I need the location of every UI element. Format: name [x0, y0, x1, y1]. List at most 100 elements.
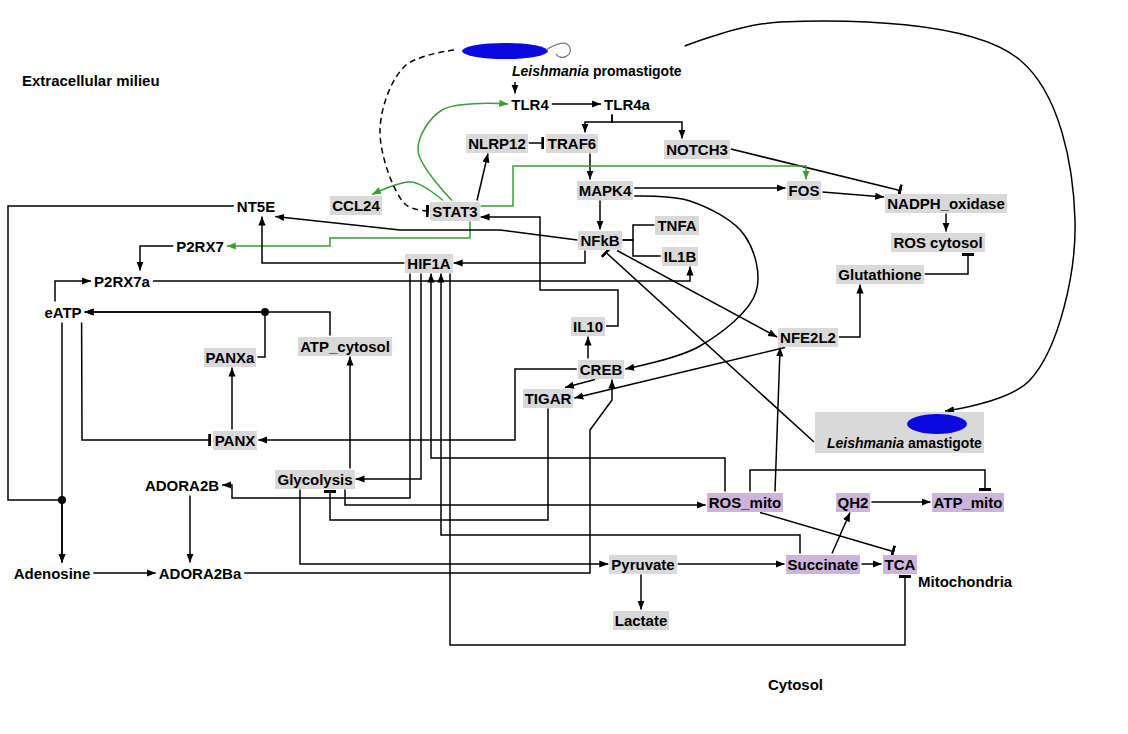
activation-arrow	[275, 217, 577, 241]
node-label: QH2	[838, 494, 869, 511]
gene-node: NLRP12	[466, 134, 528, 153]
gene-node: P2RX7a	[92, 272, 152, 291]
node-label: TRAF6	[548, 135, 596, 152]
node-label: Glutathione	[838, 266, 921, 283]
compartment-label: Mitochondria	[918, 573, 1012, 590]
genus-name: Leishmania	[827, 435, 904, 451]
gene-node: IL10	[571, 317, 605, 336]
inhibition-line	[330, 409, 548, 521]
activation-arrow	[625, 196, 758, 369]
gene-node: TNFA	[655, 216, 698, 235]
activation-arrow	[871, 501, 930, 503]
activation-arrow	[587, 337, 589, 359]
gene-node: ROS cytosol	[891, 233, 984, 252]
gene-node: NADPH_oxidase	[885, 194, 1007, 213]
activation-arrow	[356, 274, 421, 480]
activation-arrow	[300, 490, 608, 565]
node-label: TLR4a	[604, 96, 650, 113]
node-label: ROS cytosol	[893, 234, 982, 251]
node-label: Succinate	[788, 556, 859, 573]
node-label: TIGAR	[525, 390, 572, 407]
activation-arrow	[678, 563, 785, 565]
node-label: TNFA	[657, 217, 696, 234]
parasite-illustration	[457, 39, 572, 63]
node-label: PANXa	[206, 349, 255, 366]
inhibition-line	[760, 513, 893, 552]
activation-arrow	[227, 222, 470, 247]
gene-node: ATP_mito	[932, 493, 1005, 512]
compartment-ellipse	[699, 446, 1019, 596]
activation-arrow	[372, 182, 443, 201]
activation-arrow	[55, 281, 91, 302]
activation-arrow	[945, 214, 947, 232]
gene-node: TLR4a	[602, 95, 652, 114]
gene-node: eATP	[42, 303, 83, 322]
activation-arrow	[189, 496, 191, 563]
compartment-label: Cytosol	[768, 676, 823, 693]
activation-arrow	[861, 563, 881, 565]
node-label: ADORA2Ba	[159, 565, 242, 582]
gene-node: ATP_cytosol	[298, 337, 392, 356]
flagellum	[546, 43, 570, 57]
activation-arrow	[431, 274, 725, 492]
junction-dot	[58, 496, 66, 504]
activation-arrow	[552, 103, 601, 105]
parasite-illustration	[817, 413, 967, 435]
node-label: NT5E	[237, 198, 275, 215]
node-label: Leishmania promastigote	[512, 63, 682, 80]
stage-name: promastigote	[589, 63, 682, 79]
gene-node: IL1B	[662, 247, 699, 266]
gene-node: P2RX7	[174, 237, 226, 256]
gene-node: PANXa	[204, 348, 257, 367]
node-label: NOTCH3	[666, 141, 728, 158]
gene-node: TLR4	[509, 95, 551, 114]
node-label: Lactate	[615, 612, 668, 629]
node-label: MAPK4	[579, 182, 632, 199]
gene-node: Succinate	[786, 555, 861, 574]
gene-node: NOTCH3	[664, 140, 730, 159]
node-label: NLRP12	[468, 135, 526, 152]
gene-node: STAT3	[430, 202, 479, 221]
gene-node: TCA	[883, 555, 918, 574]
node-label: NFkB	[580, 232, 619, 249]
gene-node: Glycolysis	[275, 470, 354, 489]
node-label: Leishmania amastigote	[827, 435, 982, 452]
gene-node: HIF1A	[405, 254, 452, 273]
gene-node: MAPK4	[577, 181, 634, 200]
activation-arrow	[640, 575, 642, 610]
node-label: IL1B	[664, 248, 697, 265]
parasite-node: Leishmania amastigote	[815, 412, 984, 453]
gene-node: Pyruvate	[609, 555, 676, 574]
gene-node: ADORA2Ba	[157, 564, 244, 583]
activation-arrow	[93, 572, 155, 574]
gene-node: TIGAR	[523, 389, 574, 408]
node-label: FOS	[789, 182, 820, 199]
activation-arrow	[839, 285, 860, 338]
region-label-text: Extracellular milieu	[22, 72, 160, 89]
activation-arrow	[565, 380, 595, 388]
gene-node: NFE2L2	[778, 328, 838, 347]
gene-node: NT5E	[235, 197, 277, 216]
connector-group	[8, 21, 1075, 645]
activation-arrow	[231, 368, 233, 430]
activation-arrow	[585, 115, 612, 133]
gene-node: Lactate	[613, 611, 670, 630]
node-label: PANX	[215, 432, 256, 449]
gene-node: Adenosine	[12, 564, 93, 583]
activation-arrow	[349, 357, 351, 469]
gene-node: Glutathione	[836, 265, 923, 284]
node-label: TLR4	[511, 96, 549, 113]
node-label: P2RX7a	[94, 273, 150, 290]
association-line	[623, 225, 655, 240]
node-label: NADPH_oxidase	[887, 195, 1005, 212]
node-label: Pyruvate	[611, 556, 674, 573]
activation-arrow	[477, 154, 488, 201]
node-label: NFE2L2	[780, 329, 836, 346]
activation-arrow	[574, 348, 785, 399]
activation-arrow	[140, 246, 173, 271]
parasite-body	[462, 43, 548, 59]
gene-node: QH2	[836, 493, 871, 512]
genus-name: Leishmania	[512, 63, 589, 79]
